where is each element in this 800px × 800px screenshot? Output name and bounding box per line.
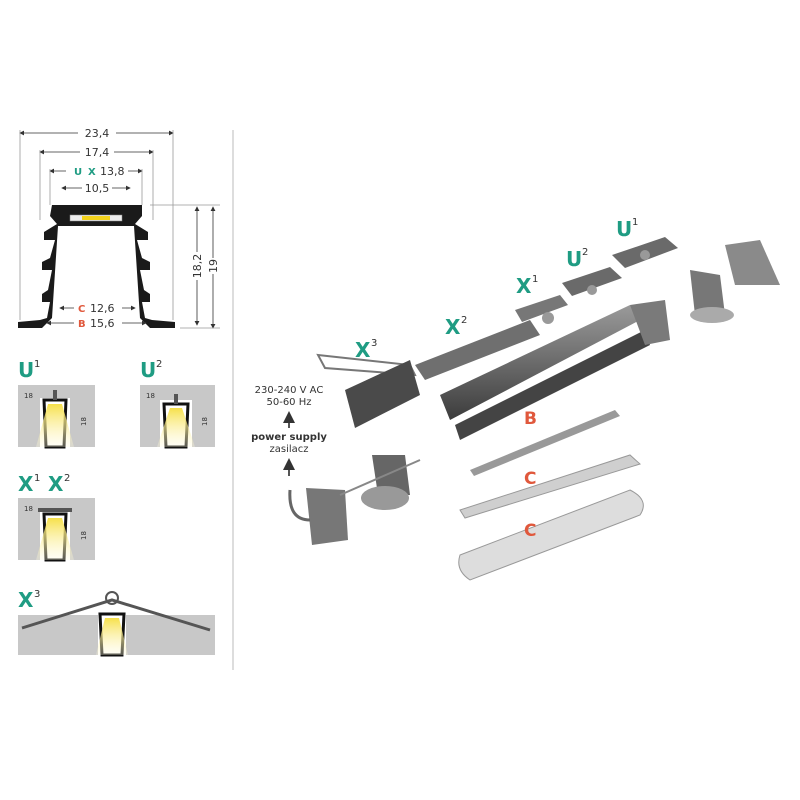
clip-x3 [345,360,420,428]
dim-c-letter: C [78,304,85,315]
clip-x1 [515,295,568,322]
mount-x1-letter: X [18,472,34,496]
mount-u2: U 2 18 18 [140,358,215,449]
label-x1: X [516,274,532,298]
clip-x2 [415,320,540,380]
dim-width-17: 17,4 [85,146,110,159]
dim-inner-width: 10,5 [85,182,110,195]
mount-u2-dim-w: 18 [146,392,155,400]
label-x2: X [445,315,461,339]
mount-x-dim-h: 18 [80,531,88,540]
power-frequency: 50-60 Hz [266,397,311,408]
main-profile [440,305,640,420]
mount-x-dim-w: 18 [24,505,33,513]
mount-u2-sup: 2 [156,359,162,370]
mount-u1-letter: U [18,358,34,382]
label-cover-c-round: C [524,521,536,541]
mount-u1: U 1 18 18 [18,358,95,449]
dim-height-outer: 19 [207,259,220,273]
mount-u1-dim-h: 18 [80,417,88,426]
mount-u2-letter: U [140,358,156,382]
dim-u-letter: U [74,167,82,178]
label-x3-sup: 3 [371,338,377,349]
end-cap-feed [690,270,725,315]
mount-x3: X 3 [18,588,215,657]
mount-u1-sup: 1 [34,359,40,370]
cover-c-round [458,489,644,581]
cover-c-flat [459,454,641,519]
dim-ux-width: 13,8 [100,165,125,178]
mount-x1-x2: X 1 X 2 18 18 [18,472,95,562]
label-u1: U [616,217,632,241]
dim-b-width: 15,6 [90,317,115,330]
dim-height-inner: 18,2 [191,254,204,279]
power-supply-label-pl: zasilacz [269,444,308,455]
mount-x2-letter: X [48,472,64,496]
mount-x3-sup: 3 [34,589,40,600]
label-cover-b: B [524,409,537,429]
cover-b [470,410,620,476]
mount-x1-sup: 1 [34,473,40,484]
dim-x-letter: X [88,167,96,178]
power-supply-label: power supply [251,432,327,443]
mount-x2-sup: 2 [64,473,70,484]
label-x2-sup: 2 [461,315,467,326]
label-u2-sup: 2 [582,247,588,258]
dim-c-width: 12,6 [90,302,115,315]
power-voltage: 230-240 V AC [255,385,324,396]
label-u1-sup: 1 [632,217,638,228]
dim-outer-width: 23,4 [85,127,110,140]
mount-x3-letter: X [18,588,34,612]
dim-b-letter: B [78,319,86,330]
clip-u2 [562,267,622,296]
profile-shape [18,205,175,328]
profile-cross-section: 23,4 17,4 U X 13,8 10,5 C 12,6 B 15,6 18… [18,127,220,330]
label-x1-sup: 1 [532,274,538,285]
exploded-view: U 1 U 2 X 1 X 2 X 3 B C C 230-240 V AC 5… [251,217,780,581]
label-x3: X [355,338,371,362]
mount-u1-dim-w: 18 [24,392,33,400]
label-u2: U [566,247,582,271]
label-cover-c: C [524,469,536,489]
led-chip [82,216,110,220]
mount-u2-dim-h: 18 [201,417,209,426]
end-cap [725,240,780,285]
